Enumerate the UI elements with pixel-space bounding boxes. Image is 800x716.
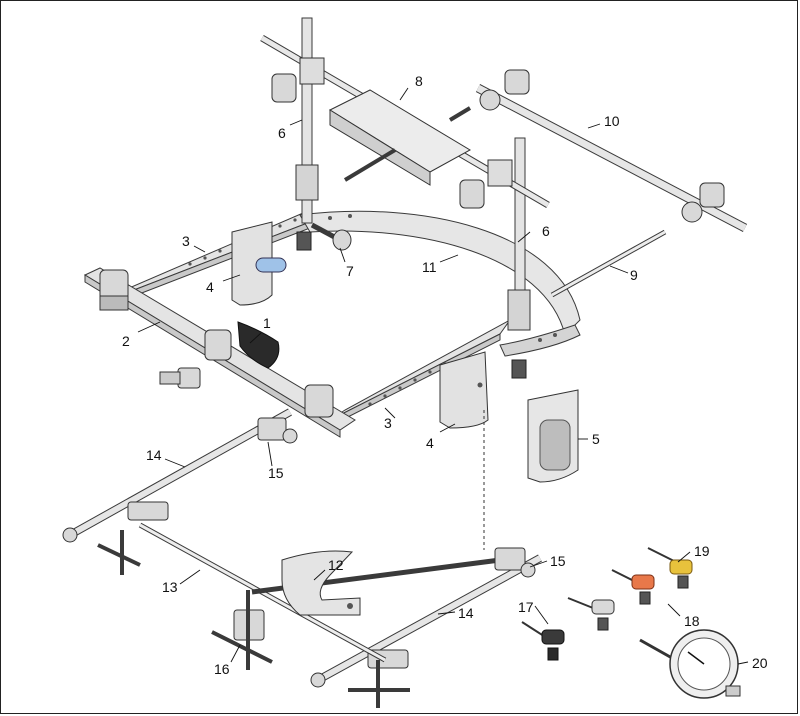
leader-lines xyxy=(137,87,749,665)
label-15b: 15 xyxy=(550,553,566,569)
label-6b: 6 xyxy=(542,223,550,239)
nose-plate-5 xyxy=(527,389,579,483)
label-14b: 14 xyxy=(458,605,474,621)
incisor-bar-block xyxy=(328,89,472,186)
label-8: 8 xyxy=(415,73,423,89)
clamp-small-left xyxy=(97,530,141,575)
label-10: 10 xyxy=(604,113,620,129)
label-1: 1 xyxy=(263,315,271,331)
label-12: 12 xyxy=(328,557,344,573)
rod-9 xyxy=(550,229,667,298)
label-9: 9 xyxy=(630,267,638,283)
ear-plate-right xyxy=(439,351,489,429)
rod-7 xyxy=(310,222,352,251)
label-15a: 15 xyxy=(268,465,284,481)
label-2: 2 xyxy=(122,333,130,349)
electrode-holder-19-yellow xyxy=(647,547,693,589)
clamp-15-upper xyxy=(257,417,298,444)
label-14a: 14 xyxy=(146,447,162,463)
label-18: 18 xyxy=(684,613,700,629)
vertical-post-right xyxy=(507,137,531,379)
clamp-small-right xyxy=(348,660,410,708)
label-4b: 4 xyxy=(426,435,434,451)
label-7: 7 xyxy=(346,263,354,279)
blue-ear-pin xyxy=(255,257,287,273)
label-13: 13 xyxy=(162,579,178,595)
ear-plate-left xyxy=(231,221,287,306)
label-5: 5 xyxy=(592,431,600,447)
front-knobs xyxy=(99,269,334,418)
bar-10 xyxy=(475,69,748,232)
label-3a: 3 xyxy=(182,233,190,249)
lower-bar-14-left xyxy=(62,408,292,543)
vertical-post-left xyxy=(295,17,319,251)
electrode-holder-17 xyxy=(521,621,565,661)
label-19: 19 xyxy=(694,543,710,559)
lower-bar-14-right xyxy=(310,554,542,688)
label-20: 20 xyxy=(752,655,768,671)
curved-nose-band xyxy=(299,210,581,357)
callout-labels: 1 2 3 3 4 4 5 6 6 7 8 9 10 11 12 13 14 1… xyxy=(122,73,768,677)
black-ear-piece xyxy=(237,321,280,369)
label-16: 16 xyxy=(214,661,230,677)
label-3b: 3 xyxy=(384,415,392,431)
label-6a: 6 xyxy=(278,125,286,141)
clamp-15-lower xyxy=(494,547,536,578)
label-4a: 4 xyxy=(206,279,214,295)
dial-gauge-20 xyxy=(639,629,741,699)
electrode-holder-19-red xyxy=(611,569,655,605)
label-17: 17 xyxy=(518,599,534,615)
electrode-holder-18 xyxy=(567,597,615,631)
label-11: 11 xyxy=(422,259,437,275)
head-holder-12 xyxy=(281,550,361,616)
clamp-16 xyxy=(211,590,273,670)
